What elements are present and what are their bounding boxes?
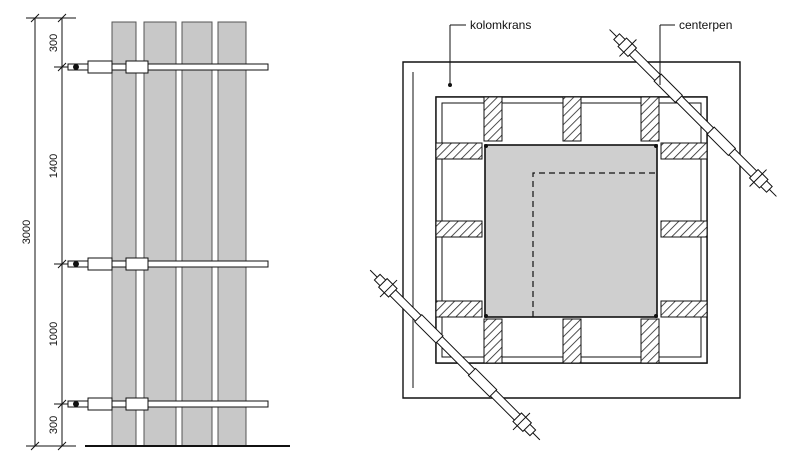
label-centerpen: centerpen <box>679 18 732 32</box>
hatched-blocks <box>435 96 708 364</box>
elevation-view: 3000 300 1400 1000 300 <box>21 13 290 451</box>
dim-segment-label-1: 300 <box>48 34 60 52</box>
column-dashed-outline <box>532 172 657 317</box>
column-section <box>484 144 658 318</box>
formwork-panels <box>111 21 247 447</box>
panel-1 <box>111 21 137 447</box>
panel-3 <box>181 21 213 447</box>
panel-4 <box>217 21 247 447</box>
label-kolomkrans-group: kolomkrans <box>448 18 531 87</box>
clamp-bottom <box>67 397 269 411</box>
label-centerpen-group: centerpen <box>659 18 732 85</box>
centerpen-bottom-left <box>369 269 541 441</box>
clamp-top <box>67 60 269 74</box>
centerpen-top-right <box>609 29 777 197</box>
clamp-middle <box>67 257 269 271</box>
column-corner-pins <box>484 144 658 318</box>
dim-segment-label-2: 1400 <box>48 154 60 178</box>
panel-2 <box>143 21 177 447</box>
dim-segment-label-4: 300 <box>48 416 60 434</box>
dim-ticks <box>26 13 76 451</box>
dim-total-label: 3000 <box>21 220 33 244</box>
plan-view: kolomkrans centerpen <box>369 18 777 441</box>
label-kolomkrans: kolomkrans <box>470 18 531 32</box>
dim-segment-label-3: 1000 <box>48 322 60 346</box>
